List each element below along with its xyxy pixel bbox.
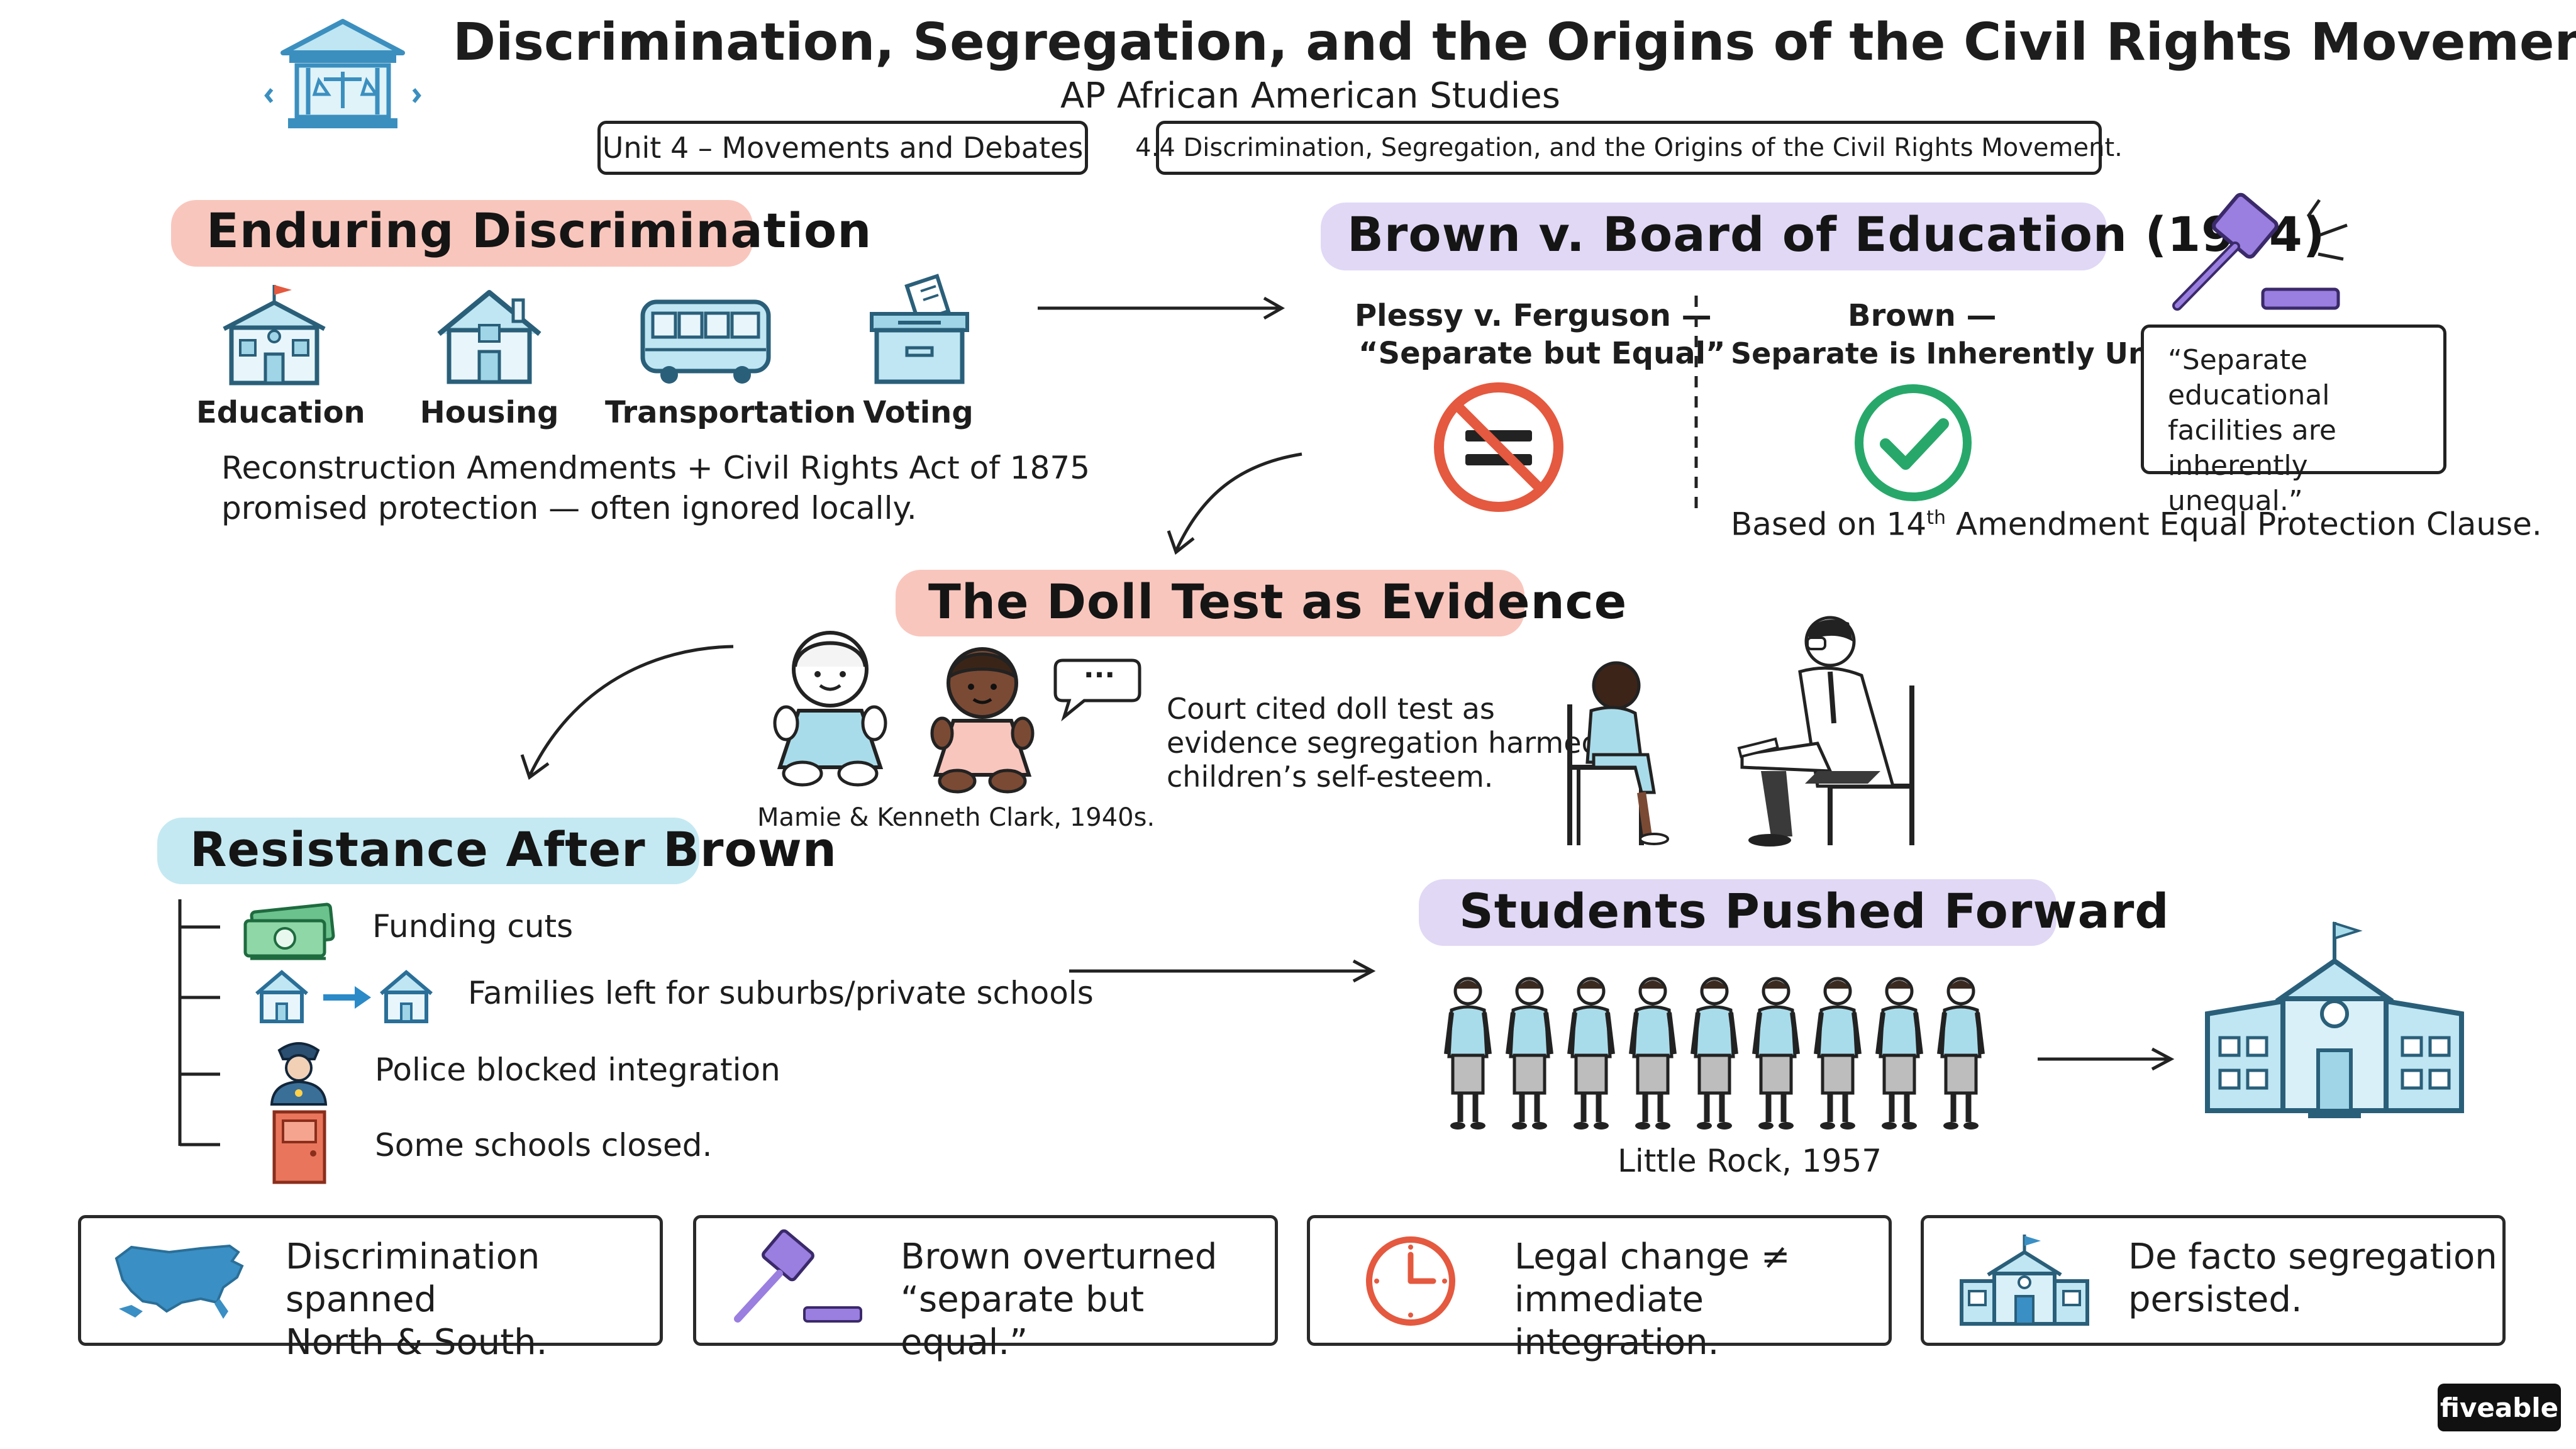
light-doll-icon [773,631,887,787]
dark-doll-icon [930,647,1035,794]
voting-label: Voting [863,395,974,430]
summary-card-4: De facto segregation persisted. [1921,1215,2506,1346]
resistance-heading-highlight [157,818,699,884]
police-officer-icon [270,1042,328,1106]
students-caption: Little Rock, 1957 [1618,1143,1882,1179]
brown-basis-sup: th [1926,507,1946,529]
arrow-enduring-to-brown [1038,296,1285,320]
school-icon [1960,1235,2089,1326]
us-map-icon [114,1244,244,1319]
enduring-heading-highlight [171,200,753,267]
child-and-psychologist-illustration [1567,616,1914,847]
schoolhouse-icon [223,285,326,386]
brown-basis-suffix: Amendment Equal Protection Clause. [1945,506,2542,543]
summary-card-2: Brown overturned “separate but equal.” [693,1215,1278,1363]
integrated-school-icon [2205,921,2464,1118]
students-heading: Students Pushed Forward [1459,883,2170,939]
doll-heading-highlight [896,570,1524,636]
topic-box: 4.4 Discrimination, Segregation, and the… [1135,121,2123,175]
brown-basis: Based on 14th Amendment Equal Protection… [1731,498,2542,545]
summary-card-1-text: Discrimination spanned North & South. [286,1236,548,1363]
clock-icon [1366,1236,1455,1326]
transportation-label: Transportation [605,395,857,430]
resistance-item-1: Funding cuts [372,908,574,945]
courthouse-logo-icon [264,19,421,128]
unit-box: Unit 4 – Movements and Debates [597,121,1088,175]
resistance-tree-lines [178,899,220,1146]
summary-card-2-text: Brown overturned “separate but equal.” [901,1236,1218,1363]
doll-note-line3: children’s self-esteem. [1167,760,1494,794]
speech-bubble-dots: ··· [1083,659,1116,691]
unit-box-label: Unit 4 – Movements and Debates [602,131,1084,165]
students-group-illustration [1440,975,2019,1138]
arrow-enduring-to-doll [1167,452,1302,555]
closed-door-icon [272,1110,326,1184]
dashed-divider [1694,296,1698,509]
brand-badge: fiveable [2438,1384,2561,1431]
doll-note-line2: evidence segregation harmed [1167,726,1600,760]
summary-card-3-text: Legal change ≠ immediate integration. [1514,1236,1790,1363]
money-icon [243,902,335,960]
arrow-resistance-to-students [1069,959,1376,983]
summary-card-1: Discrimination spanned North & South. [78,1215,663,1363]
resistance-item-4: Some schools closed. [375,1127,713,1163]
doll-note-line1: Court cited doll test as [1167,692,1495,726]
brown-basis-prefix: Based on 14 [1731,506,1927,543]
gavel-icon [2172,192,2348,311]
speech-bubble-icon [1053,658,1141,722]
resistance-item-2: Families left for suburbs/private school… [468,975,1094,1011]
page-subtitle: AP African American Studies [1060,75,1560,116]
doll-caption: Mamie & Kenneth Clark, 1940s. [757,803,1155,832]
education-label: Education [196,395,365,430]
ballot-box-icon [870,274,969,384]
quote-box: “Separate educational facilities are inh… [2141,325,2446,517]
house-move-icon [255,970,433,1023]
topic-box-label: 4.4 Discrimination, Segregation, and the… [1135,133,2123,162]
summary-card-4-text: De facto segregation persisted. [2128,1236,2497,1320]
brand-logo-text: fiveable [2440,1392,2559,1423]
resistance-item-3: Police blocked integration [375,1052,780,1088]
plessy-line2: “Separate but Equal” [1358,336,1726,371]
resistance-heading: Resistance After Brown [190,821,837,877]
enduring-note-line2: promised protection — often ignored loca… [221,490,917,526]
doll-heading: The Doll Test as Evidence [928,574,1628,630]
summary-card-3: Legal change ≠ immediate integration. [1307,1215,1892,1363]
enduring-note-line1: Reconstruction Amendments + Civil Rights… [221,450,1091,486]
brown-heading-highlight [1321,203,2107,270]
arrow-students-to-school [2038,1047,2175,1071]
plessy-line1: Plessy v. Ferguson — [1355,298,1712,333]
bus-icon [640,299,771,384]
prohibited-equal-icon [1434,382,1563,512]
brown-heading: Brown v. Board of Education (1954) [1347,206,2326,262]
gavel-icon [734,1229,862,1323]
arrow-doll-to-resistance [520,645,734,780]
quote-text: “Separate educational facilities are inh… [2168,344,2336,517]
checkmark-icon [1855,384,1972,501]
page-title: Discrimination, Segregation, and the Ori… [453,13,2576,72]
housing-label: Housing [419,395,559,430]
brown-line1: Brown — [1848,298,1997,333]
house-icon [437,290,541,384]
enduring-heading: Enduring Discrimination [206,203,872,258]
students-heading-highlight [1419,879,2057,946]
